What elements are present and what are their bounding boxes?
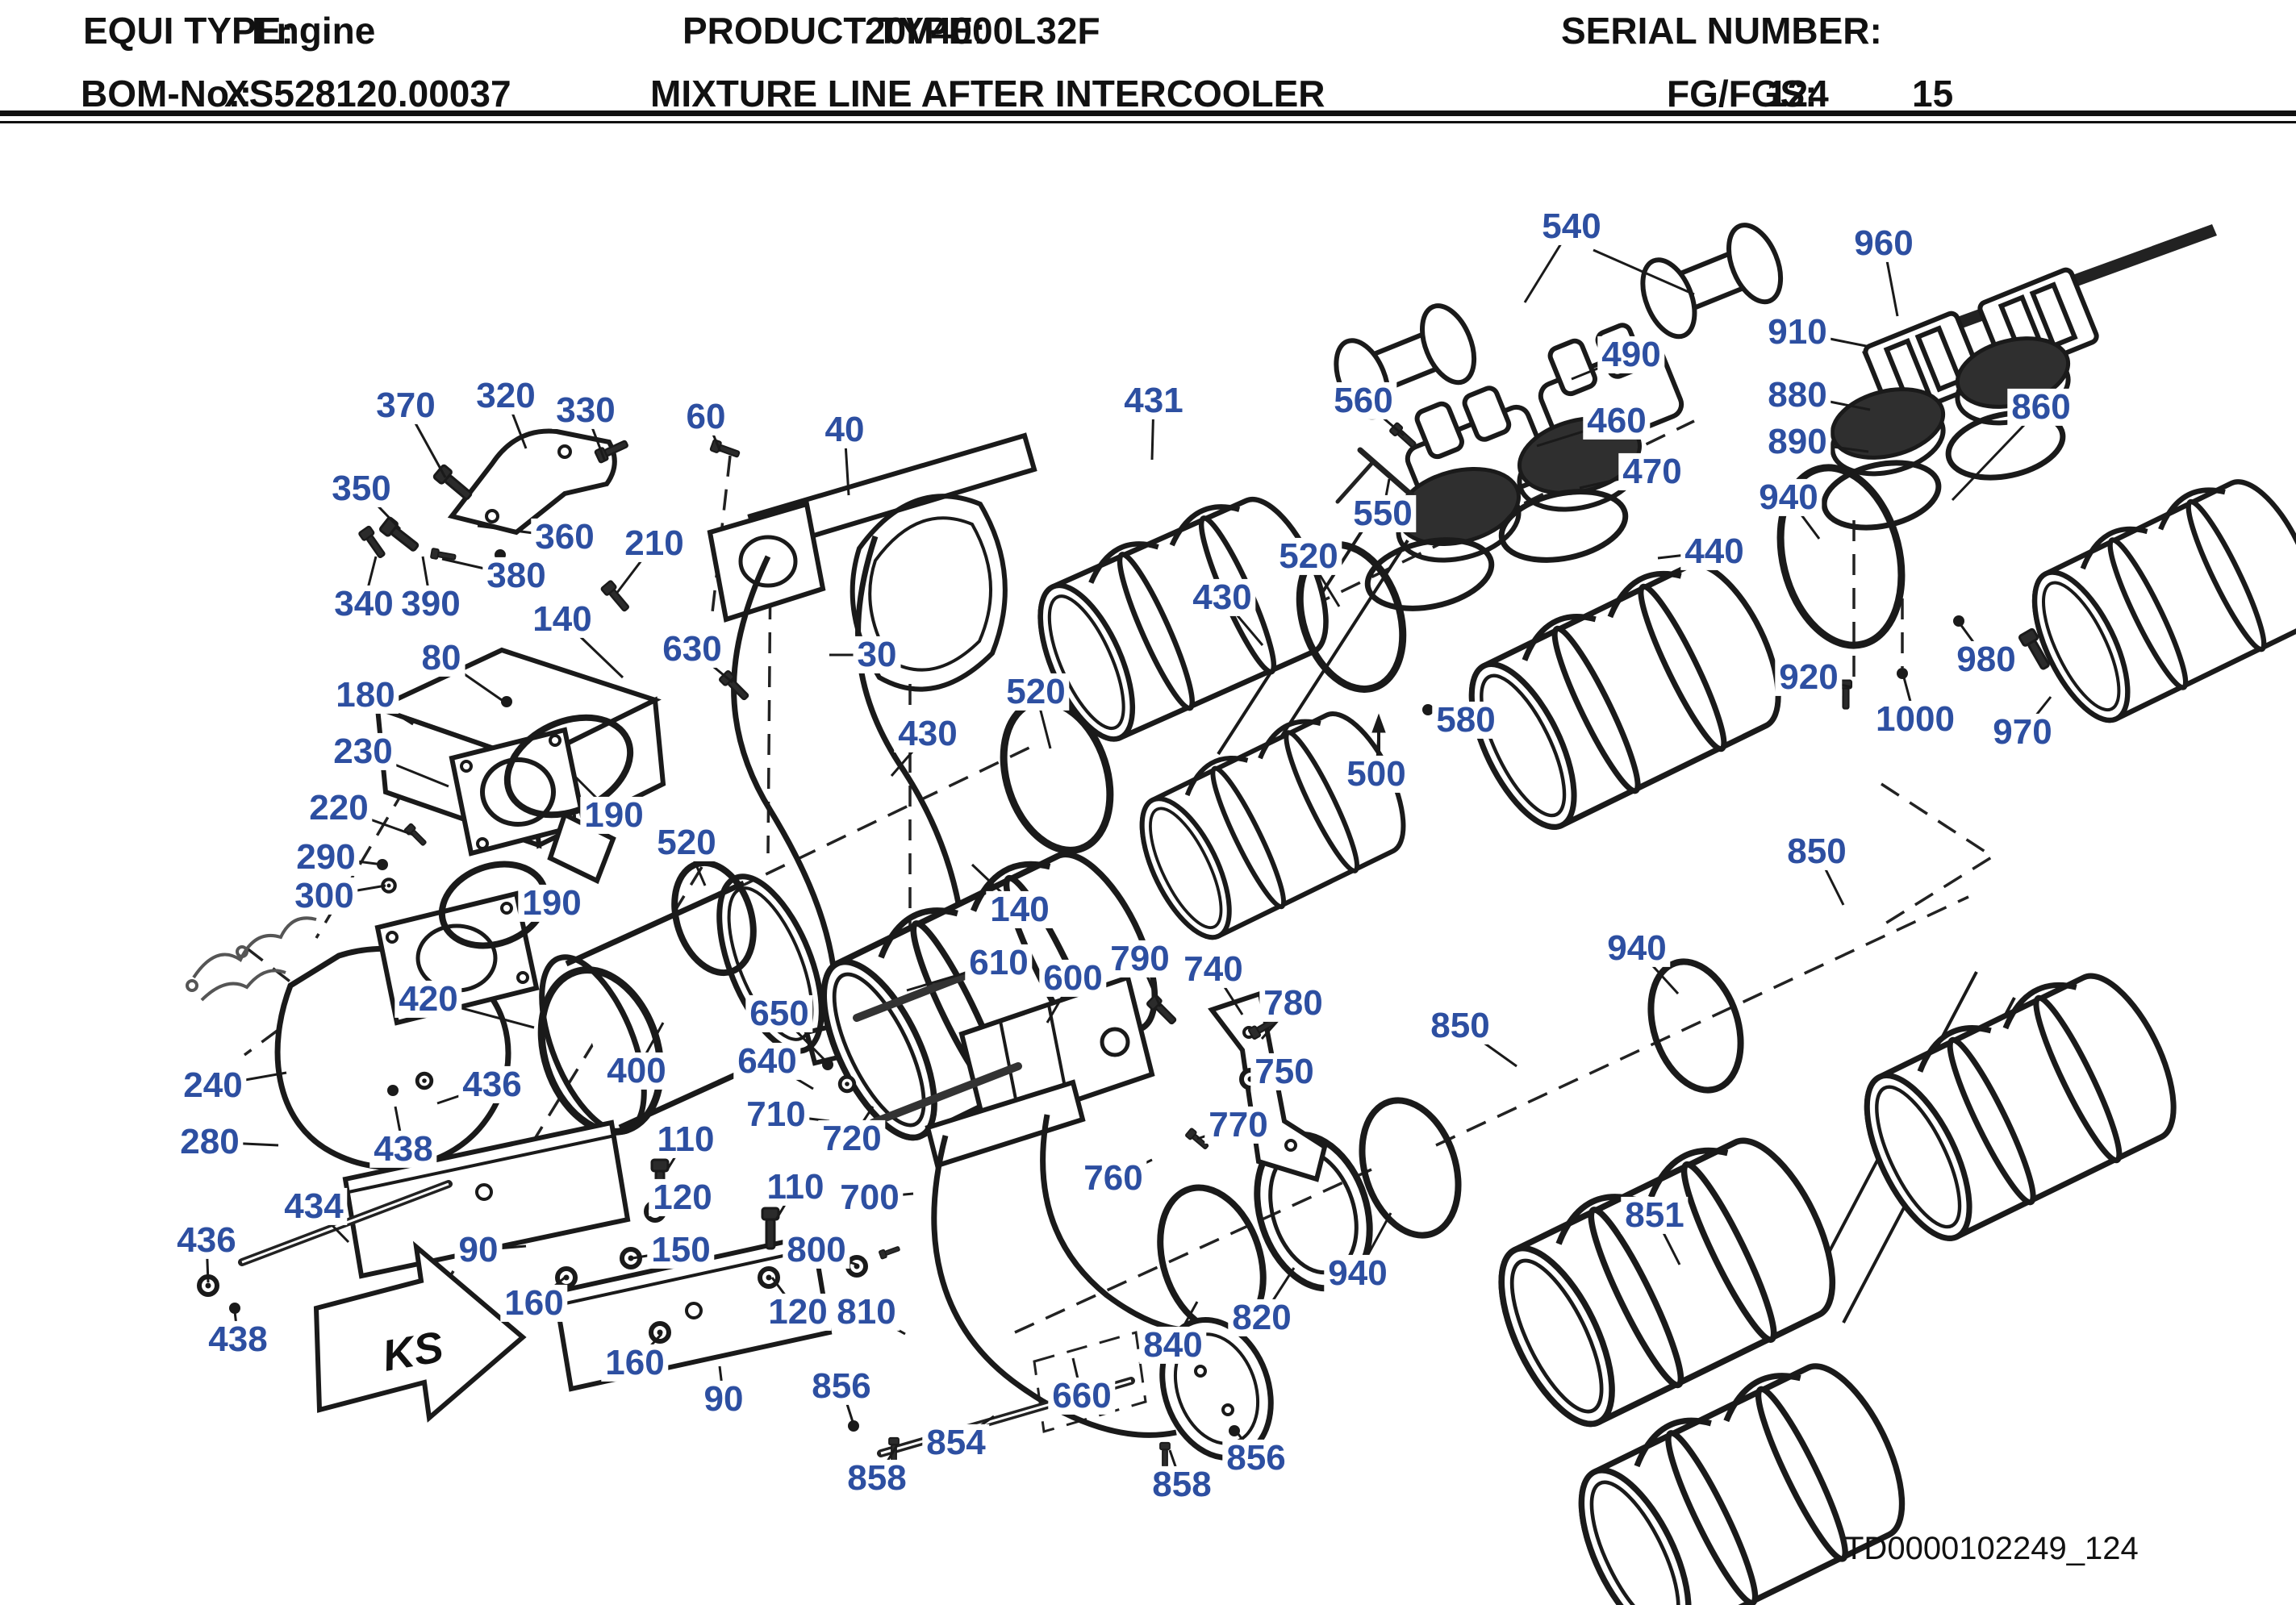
part-bellows-850-right [1842,953,2195,1254]
product-type-label: PRODUCT TYPE: [683,10,986,52]
leader-line [1815,851,1845,906]
leader-line [362,556,378,605]
header-rule-thick [0,110,2296,116]
leader-line [1150,400,1155,461]
leader-line [1787,497,1821,540]
leader-line [1356,1212,1392,1274]
leader-line [1168,1449,1183,1486]
leader-line [775,1113,830,1123]
leader-line [441,557,517,577]
part-gaskets-470 [1364,489,1629,611]
leader-line [1657,550,1715,560]
leader-line [561,618,624,679]
page-number: 15 [1912,73,1954,115]
leader-line [766,1060,814,1090]
part-rod-854 [877,1377,1135,1457]
leader-line [338,807,414,836]
leader-line [360,487,402,531]
leader-line [1071,1357,1083,1397]
leader-line [233,1311,240,1340]
leader-line [615,543,656,594]
part-bellows-860 [2012,461,2296,734]
drawing-number: TD0000102249_124 [1844,1531,2139,1566]
bom-value: XS528120.00037 [224,73,511,115]
leader-line [1882,243,1899,317]
leader-line [1593,248,1695,296]
leader-line [691,648,733,684]
leader-line [212,1071,287,1087]
equi-type-value: Engine [252,10,376,52]
fg-fgs-value: 124 [1767,73,1829,115]
leader-line [1902,677,1917,720]
part-gasket-40 [850,494,1008,692]
leader-line [404,405,447,478]
part-plate-90-upper [342,1119,631,1279]
fasteners [199,421,2055,1468]
leader-line [1381,478,1391,515]
part-bracket-320 [447,428,617,536]
part-bellows-440 [1446,542,1800,843]
serial-number-label: SERIAL NUMBER: [1561,10,1882,52]
ks-direction-arrow: KS [313,1240,527,1423]
leader-line [1459,1024,1517,1068]
leader-line [665,1139,687,1172]
leader-line [718,1365,725,1400]
part-clamps-910 [1863,267,2099,421]
product-type-value: 20V4000L32F [865,10,1100,52]
leader-line [1959,623,1988,661]
leader-line [421,556,432,605]
leader-line [205,1240,210,1283]
leader-line [209,1140,279,1147]
part-adapter-240 [274,890,540,1170]
ks-arrow-label: KS [379,1323,447,1381]
leader-line [2021,696,2052,733]
page-title: MIXTURE LINE AFTER INTERCOOLER [650,73,1325,115]
part-faint-harness [186,916,317,1002]
leader-line [774,1186,797,1220]
header-rule-thin [0,121,2296,123]
part-gaskets-890 [1821,410,2066,531]
leader-line [840,1386,855,1425]
leader-line [1113,1158,1153,1180]
leader-line [866,1311,906,1336]
part-elbow-700 [925,1079,1274,1461]
leader-line [1429,710,1467,722]
fg-fgs-label: FG/FGS: [1667,73,1818,115]
leader-line [1260,1267,1296,1319]
leader-line [325,856,383,866]
equi-type-label: EQUI TYPE: [83,10,294,52]
part-plate-90-lower [552,1232,833,1392]
bom-label: BOM-No.: [81,73,253,115]
leader-line [1196,1124,1239,1140]
leader-line [1797,331,1871,348]
leader-line [869,1192,914,1199]
leader-line [324,884,386,898]
leader-line [1523,226,1573,303]
